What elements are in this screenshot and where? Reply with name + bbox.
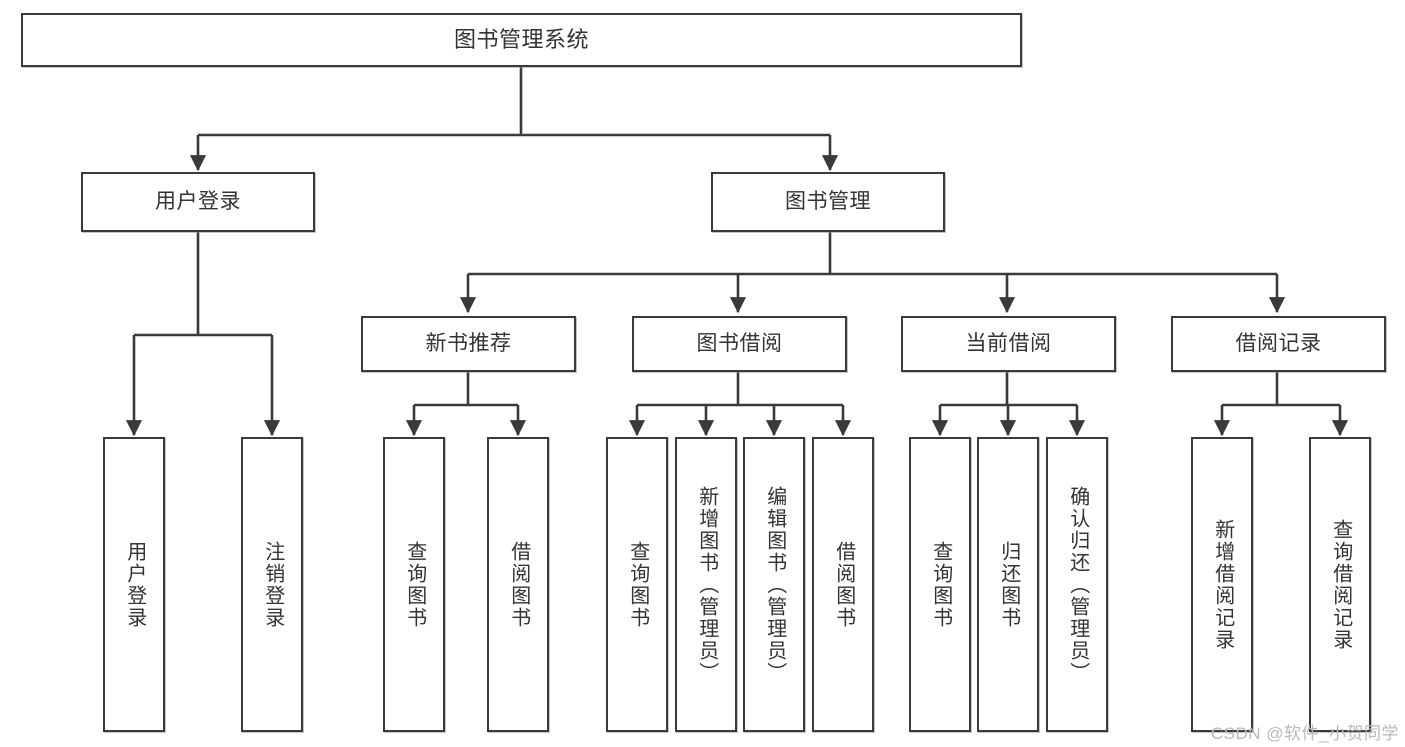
node-label: 确认归还（管理员）: [1066, 485, 1089, 684]
node-leaf-user-login[interactable]: 用户登录: [103, 437, 165, 732]
node-label: 查询借阅记录: [1329, 518, 1352, 651]
node-label: 图书管理系统: [453, 27, 589, 53]
node-leaf-add-book-admin[interactable]: 新增图书（管理员）: [675, 437, 737, 732]
node-label: 用户登录: [123, 540, 146, 629]
node-leaf-confirm-return-admin[interactable]: 确认归还（管理员）: [1046, 437, 1108, 732]
node-leaf-query-book-borrow[interactable]: 查询图书: [606, 437, 668, 732]
node-label: 借阅记录: [1235, 331, 1322, 355]
node-label: 借阅图书: [832, 540, 855, 629]
node-leaf-query-book-newbook[interactable]: 查询图书: [383, 437, 445, 732]
node-user-login[interactable]: 用户登录: [81, 172, 315, 232]
node-root-system[interactable]: 图书管理系统: [21, 13, 1022, 67]
node-leaf-logout[interactable]: 注销登录: [241, 437, 303, 732]
node-leaf-edit-book-admin[interactable]: 编辑图书（管理员）: [743, 437, 805, 732]
node-label: 图书管理: [785, 189, 871, 213]
node-current-borrow[interactable]: 当前借阅: [901, 316, 1116, 372]
node-new-book-recommend[interactable]: 新书推荐: [361, 316, 576, 372]
node-leaf-return-book[interactable]: 归还图书: [977, 437, 1039, 732]
node-book-borrow[interactable]: 图书借阅: [632, 316, 847, 372]
node-leaf-query-book-current[interactable]: 查询图书: [909, 437, 971, 732]
node-leaf-borrow-book-newbook[interactable]: 借阅图书: [487, 437, 549, 732]
node-book-management[interactable]: 图书管理: [711, 172, 945, 232]
node-label: 当前借阅: [965, 331, 1052, 355]
node-label: 用户登录: [155, 189, 241, 213]
node-label: 编辑图书（管理员）: [763, 485, 786, 684]
node-borrow-records[interactable]: 借阅记录: [1171, 316, 1386, 372]
node-label: 查询图书: [403, 540, 426, 629]
node-label: 归还图书: [997, 540, 1020, 629]
node-label: 图书借阅: [696, 331, 783, 355]
node-label: 注销登录: [261, 540, 284, 629]
node-leaf-query-borrow-record[interactable]: 查询借阅记录: [1309, 437, 1371, 732]
node-label: 借阅图书: [507, 540, 530, 629]
node-label: 查询图书: [929, 540, 952, 629]
node-label: 查询图书: [626, 540, 649, 629]
node-label: 新增借阅记录: [1211, 518, 1234, 651]
node-label: 新增图书（管理员）: [695, 485, 718, 684]
node-leaf-add-borrow-record[interactable]: 新增借阅记录: [1191, 437, 1253, 732]
csdn-watermark: CSDN @软件_小贺同学: [1210, 724, 1399, 743]
node-leaf-borrow-book[interactable]: 借阅图书: [812, 437, 874, 732]
node-label: 新书推荐: [425, 331, 512, 355]
